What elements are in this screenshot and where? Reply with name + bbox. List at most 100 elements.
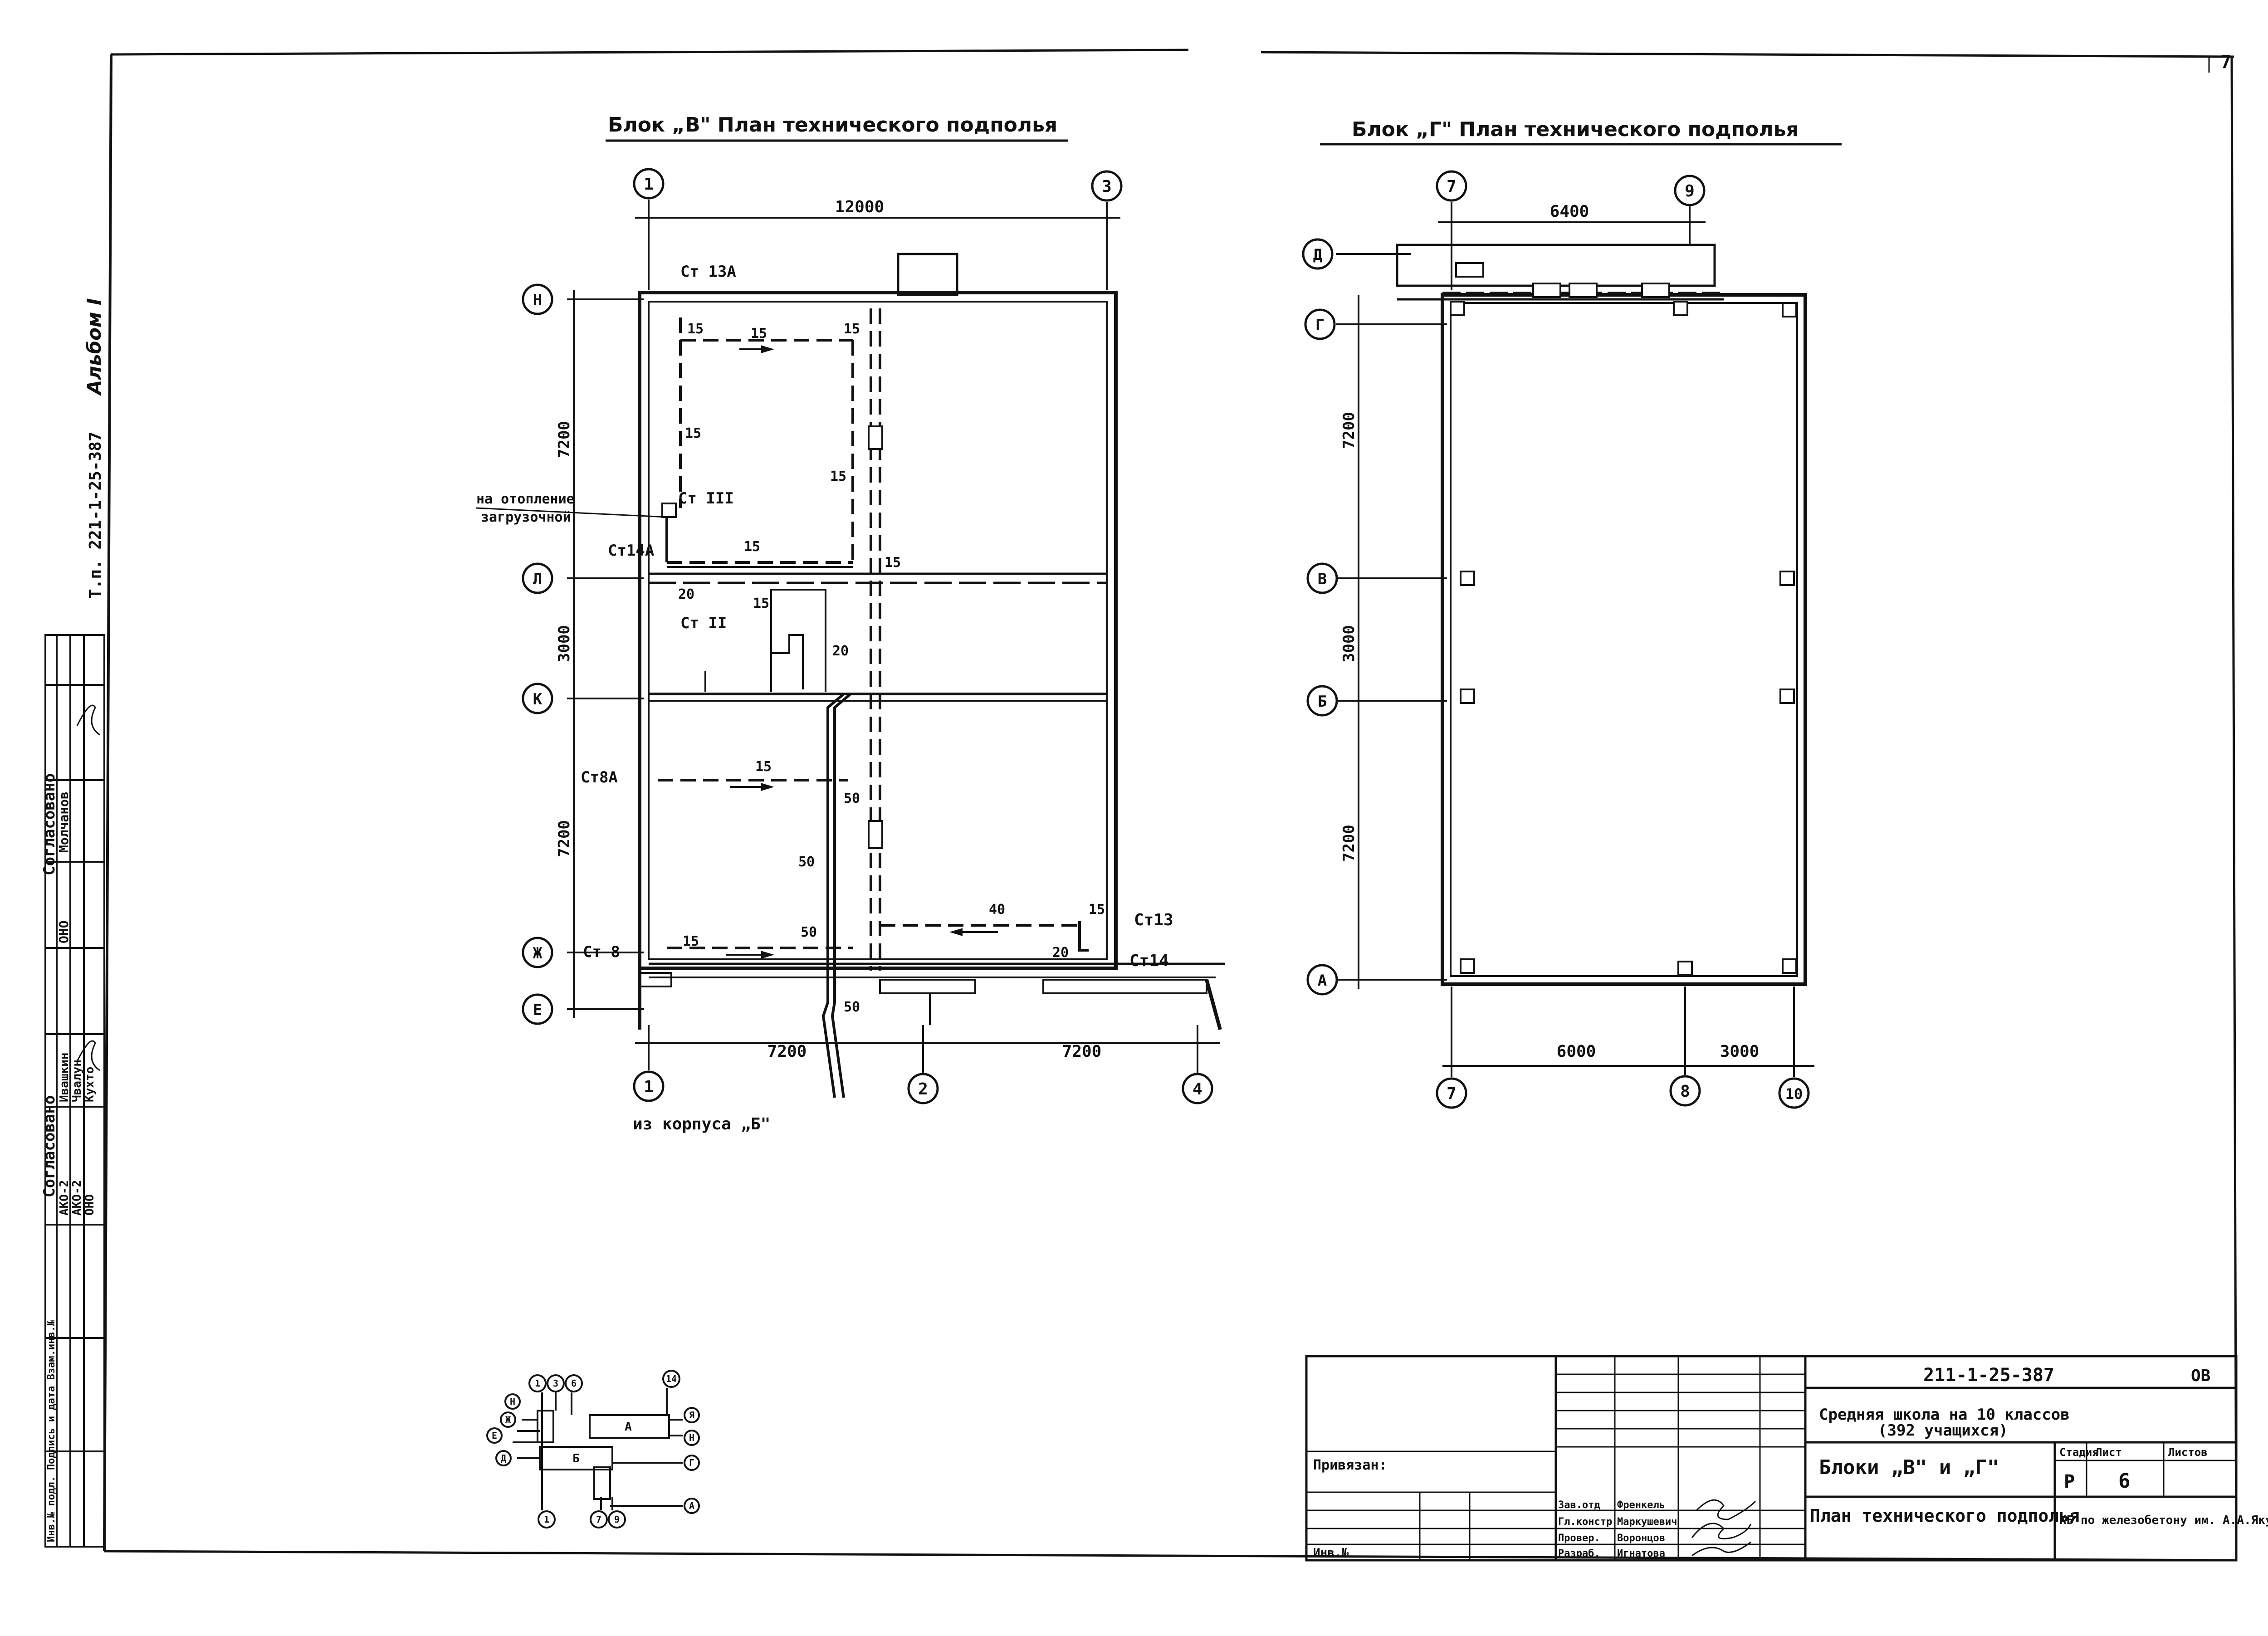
- key-axis-14: 14: [666, 1373, 677, 1384]
- name-1: Френкель: [1617, 1499, 1665, 1511]
- dim-g-bottom-2: 3000: [1720, 1042, 1760, 1061]
- axis-g-10-bottom: 10: [1785, 1085, 1803, 1103]
- dim-v-left-3: 7200: [555, 820, 573, 857]
- stair: [704, 589, 826, 692]
- dim-v-left-1: 7200: [555, 421, 573, 458]
- drawing-name: Блоки „В" и „Г": [1819, 1456, 1999, 1479]
- axis-v-L: Л: [533, 570, 542, 588]
- riser-st14a: Ст14А: [608, 542, 654, 560]
- stage-label: Стадия: [2059, 1446, 2099, 1459]
- tied-label: Привязан:: [1313, 1457, 1387, 1473]
- dim-v-top: 12000: [835, 198, 884, 216]
- name-3: Воронцов: [1617, 1533, 1665, 1544]
- block-g-plan: Блок „Г" План технического подполья 7 9 …: [1302, 118, 1842, 1109]
- album-code: Т.п. 221-1-25-387: [86, 432, 105, 599]
- stamp-signature-2: [76, 1040, 100, 1071]
- stamp-cell-2: Молчанов: [56, 791, 71, 853]
- size-8: 20: [678, 586, 694, 602]
- dim-v-bottom-2: 7200: [1062, 1042, 1102, 1061]
- note-heating-1: на отопление: [476, 491, 575, 507]
- riser-st14: Ст14: [1129, 952, 1169, 970]
- album-name: Альбом I: [83, 298, 105, 396]
- key-axis-9: 9: [614, 1514, 620, 1525]
- key-row-L3: Е: [492, 1430, 497, 1441]
- org-name: КБ по железобетону им. А.А.Якушева: [2059, 1514, 2268, 1527]
- size-16: 40: [989, 902, 1005, 918]
- key-block-b: Б: [572, 1452, 580, 1465]
- dim-g-left-3: 7200: [1340, 825, 1358, 862]
- sheet-label: Лист: [2096, 1446, 2122, 1459]
- main-pipe: [665, 508, 1089, 1098]
- axis-g-G: Г: [1315, 316, 1325, 334]
- key-row-L4: Д: [501, 1453, 506, 1464]
- axis-v-K: К: [533, 690, 543, 708]
- size-12: 50: [844, 791, 860, 806]
- stamp-cell-7: ОНО: [83, 1194, 97, 1216]
- stamp-cell-3: АКО-2: [58, 1180, 71, 1216]
- size-18: 20: [1052, 945, 1069, 961]
- sheet-title: План технического подполья: [1810, 1506, 2080, 1526]
- axis-g-V: В: [1318, 570, 1327, 588]
- name-4: Игнатова: [1617, 1548, 1665, 1559]
- block-v-plan: Блок „В" План технического подполья 1 3 …: [476, 113, 1225, 1133]
- dim-v-bottom-1: 7200: [767, 1042, 807, 1061]
- riser-st13a: Ст 13А: [680, 263, 736, 281]
- pipes: [658, 308, 1080, 971]
- key-axis-3: 3: [553, 1378, 558, 1389]
- stamp-cell-6: Чвалун: [70, 1060, 84, 1102]
- stage-value: Р: [2064, 1471, 2075, 1492]
- size-10: 20: [832, 643, 849, 659]
- axis-g-7-top: 7: [1447, 177, 1457, 196]
- size-2: 15: [751, 326, 767, 342]
- sheet-code: ОВ: [2191, 1367, 2210, 1385]
- axis-v-E: Е: [533, 1001, 542, 1019]
- name-2: Маркушевич: [1617, 1516, 1677, 1528]
- key-row-R4: А: [689, 1500, 694, 1511]
- size-7: 15: [885, 555, 901, 571]
- dim-g-top: 6400: [1550, 202, 1589, 221]
- block-g-title: Блок „Г" План технического подполья: [1352, 118, 1799, 141]
- size-4: 15: [685, 425, 701, 441]
- riser-st2: Ст II: [680, 614, 727, 632]
- doc-code: 211-1-25-387: [1923, 1365, 2054, 1386]
- key-row-R1: Я: [689, 1410, 694, 1421]
- size-11: 15: [755, 759, 772, 775]
- axis-g-B: Б: [1318, 693, 1327, 711]
- axis-v-1-top: 1: [644, 175, 654, 194]
- album-label: Т.п. 221-1-25-387 Альбом I: [83, 298, 105, 599]
- axis-v-3-top: 3: [1102, 177, 1112, 196]
- size-19: 50: [844, 999, 860, 1015]
- size-13: 50: [798, 854, 815, 870]
- key-row-L2: Ж: [505, 1414, 511, 1425]
- flow-arrows: [726, 345, 998, 959]
- riser-st3: Ст III: [678, 489, 734, 508]
- key-row-L1: Н: [510, 1396, 515, 1407]
- pipe-size-labels: 15 15 15 15 15 15 15 20 15 20 15 50 50 1…: [678, 321, 1105, 1015]
- note-from-korpus: из корпуса „Б": [633, 1115, 770, 1133]
- size-9: 15: [753, 596, 769, 611]
- project-sub: (392 учащихся): [1878, 1421, 2008, 1440]
- key-axis-1: 1: [535, 1378, 540, 1389]
- dim-g-left-1: 7200: [1340, 412, 1358, 449]
- key-row-R3: Г: [689, 1457, 694, 1468]
- riser-st13: Ст13: [1134, 911, 1173, 929]
- key-axis-7: 7: [596, 1514, 601, 1525]
- project-name: Средняя школа на 10 классов: [1819, 1406, 2070, 1424]
- axis-v-1-bottom: 1: [644, 1078, 654, 1096]
- role-2: Гл.констр: [1558, 1516, 1612, 1528]
- block-v-title: Блок „В" План технического подполья: [608, 113, 1057, 137]
- sheets-label: Листов: [2168, 1446, 2208, 1459]
- stamp-inv: Инв.№ подл. Подпись и дата Взам.инв.№: [46, 1319, 57, 1542]
- axis-g-8-bottom: 8: [1680, 1082, 1690, 1101]
- stamp-agreed-1: Согласовано: [40, 773, 59, 875]
- role-4: Разраб.: [1558, 1548, 1600, 1559]
- role-1: Зав.отд: [1558, 1499, 1600, 1511]
- size-5: 15: [830, 469, 846, 484]
- stamp-cell-5: АКО-2: [70, 1180, 84, 1216]
- axis-g-7-bottom: 7: [1447, 1084, 1457, 1103]
- riser-st8a: Ст8А: [581, 768, 618, 786]
- dim-g-bottom-1: 6000: [1557, 1042, 1596, 1061]
- axis-v-N: Н: [533, 291, 542, 309]
- size-6: 15: [744, 539, 760, 555]
